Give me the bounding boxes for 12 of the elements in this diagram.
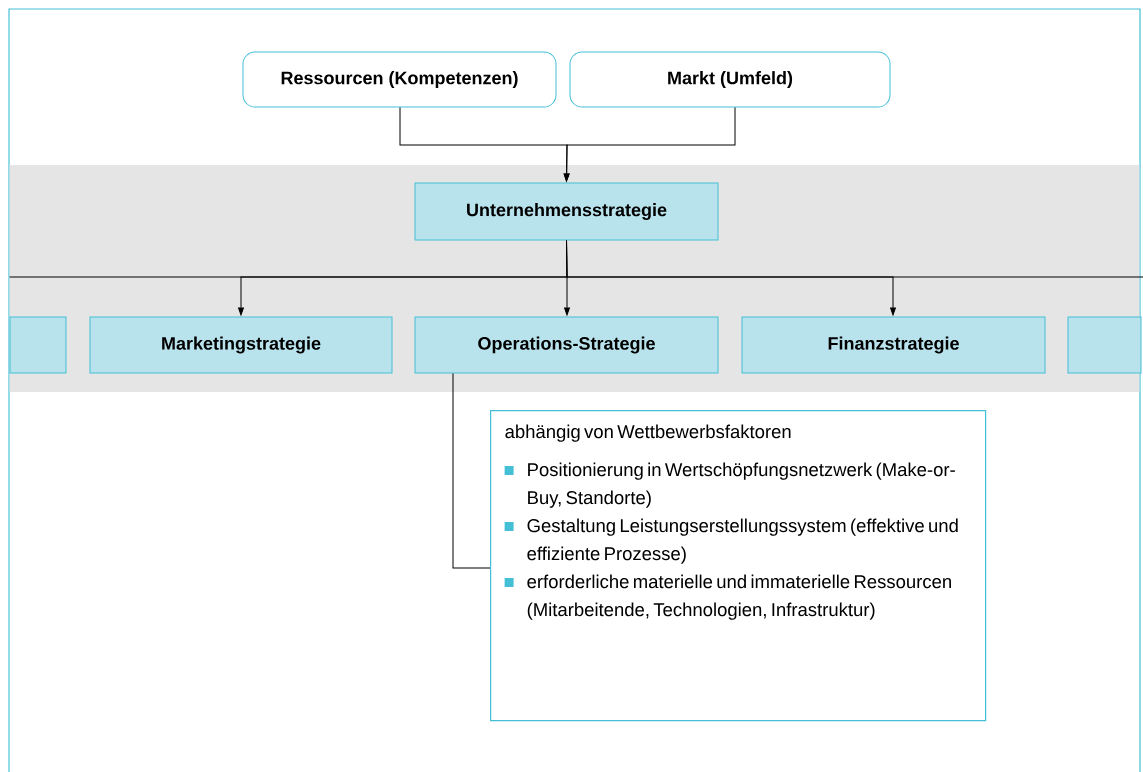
input-box: Markt (Umfeld) xyxy=(569,51,891,108)
strategy-box: Unternehmensstrategie xyxy=(414,182,719,241)
input-box: Ressourcen (Kompetenzen) xyxy=(242,51,557,108)
connector xyxy=(563,107,736,182)
connector xyxy=(452,373,491,569)
strategy-box: Finanzstrategie xyxy=(741,316,1046,374)
factor-box: abhängig von Wettbewerbsfaktoren Positionierung in Wertschöpfungsnetzwerk (Make-or-Buy, Standorte) Gestaltung Leistungserstellungssystem (effektive und effiziente Prozesse) erforderliche materielle und immaterielle Ressourcen (Mitarbeitende, Technologien, Infrastruktur) xyxy=(490,410,987,722)
connector xyxy=(566,240,896,316)
box xyxy=(9,316,67,374)
box xyxy=(1067,316,1142,374)
strategy-box: Marketingstrategie xyxy=(89,316,393,374)
strategy-box: Operations-Strategie xyxy=(414,316,719,374)
